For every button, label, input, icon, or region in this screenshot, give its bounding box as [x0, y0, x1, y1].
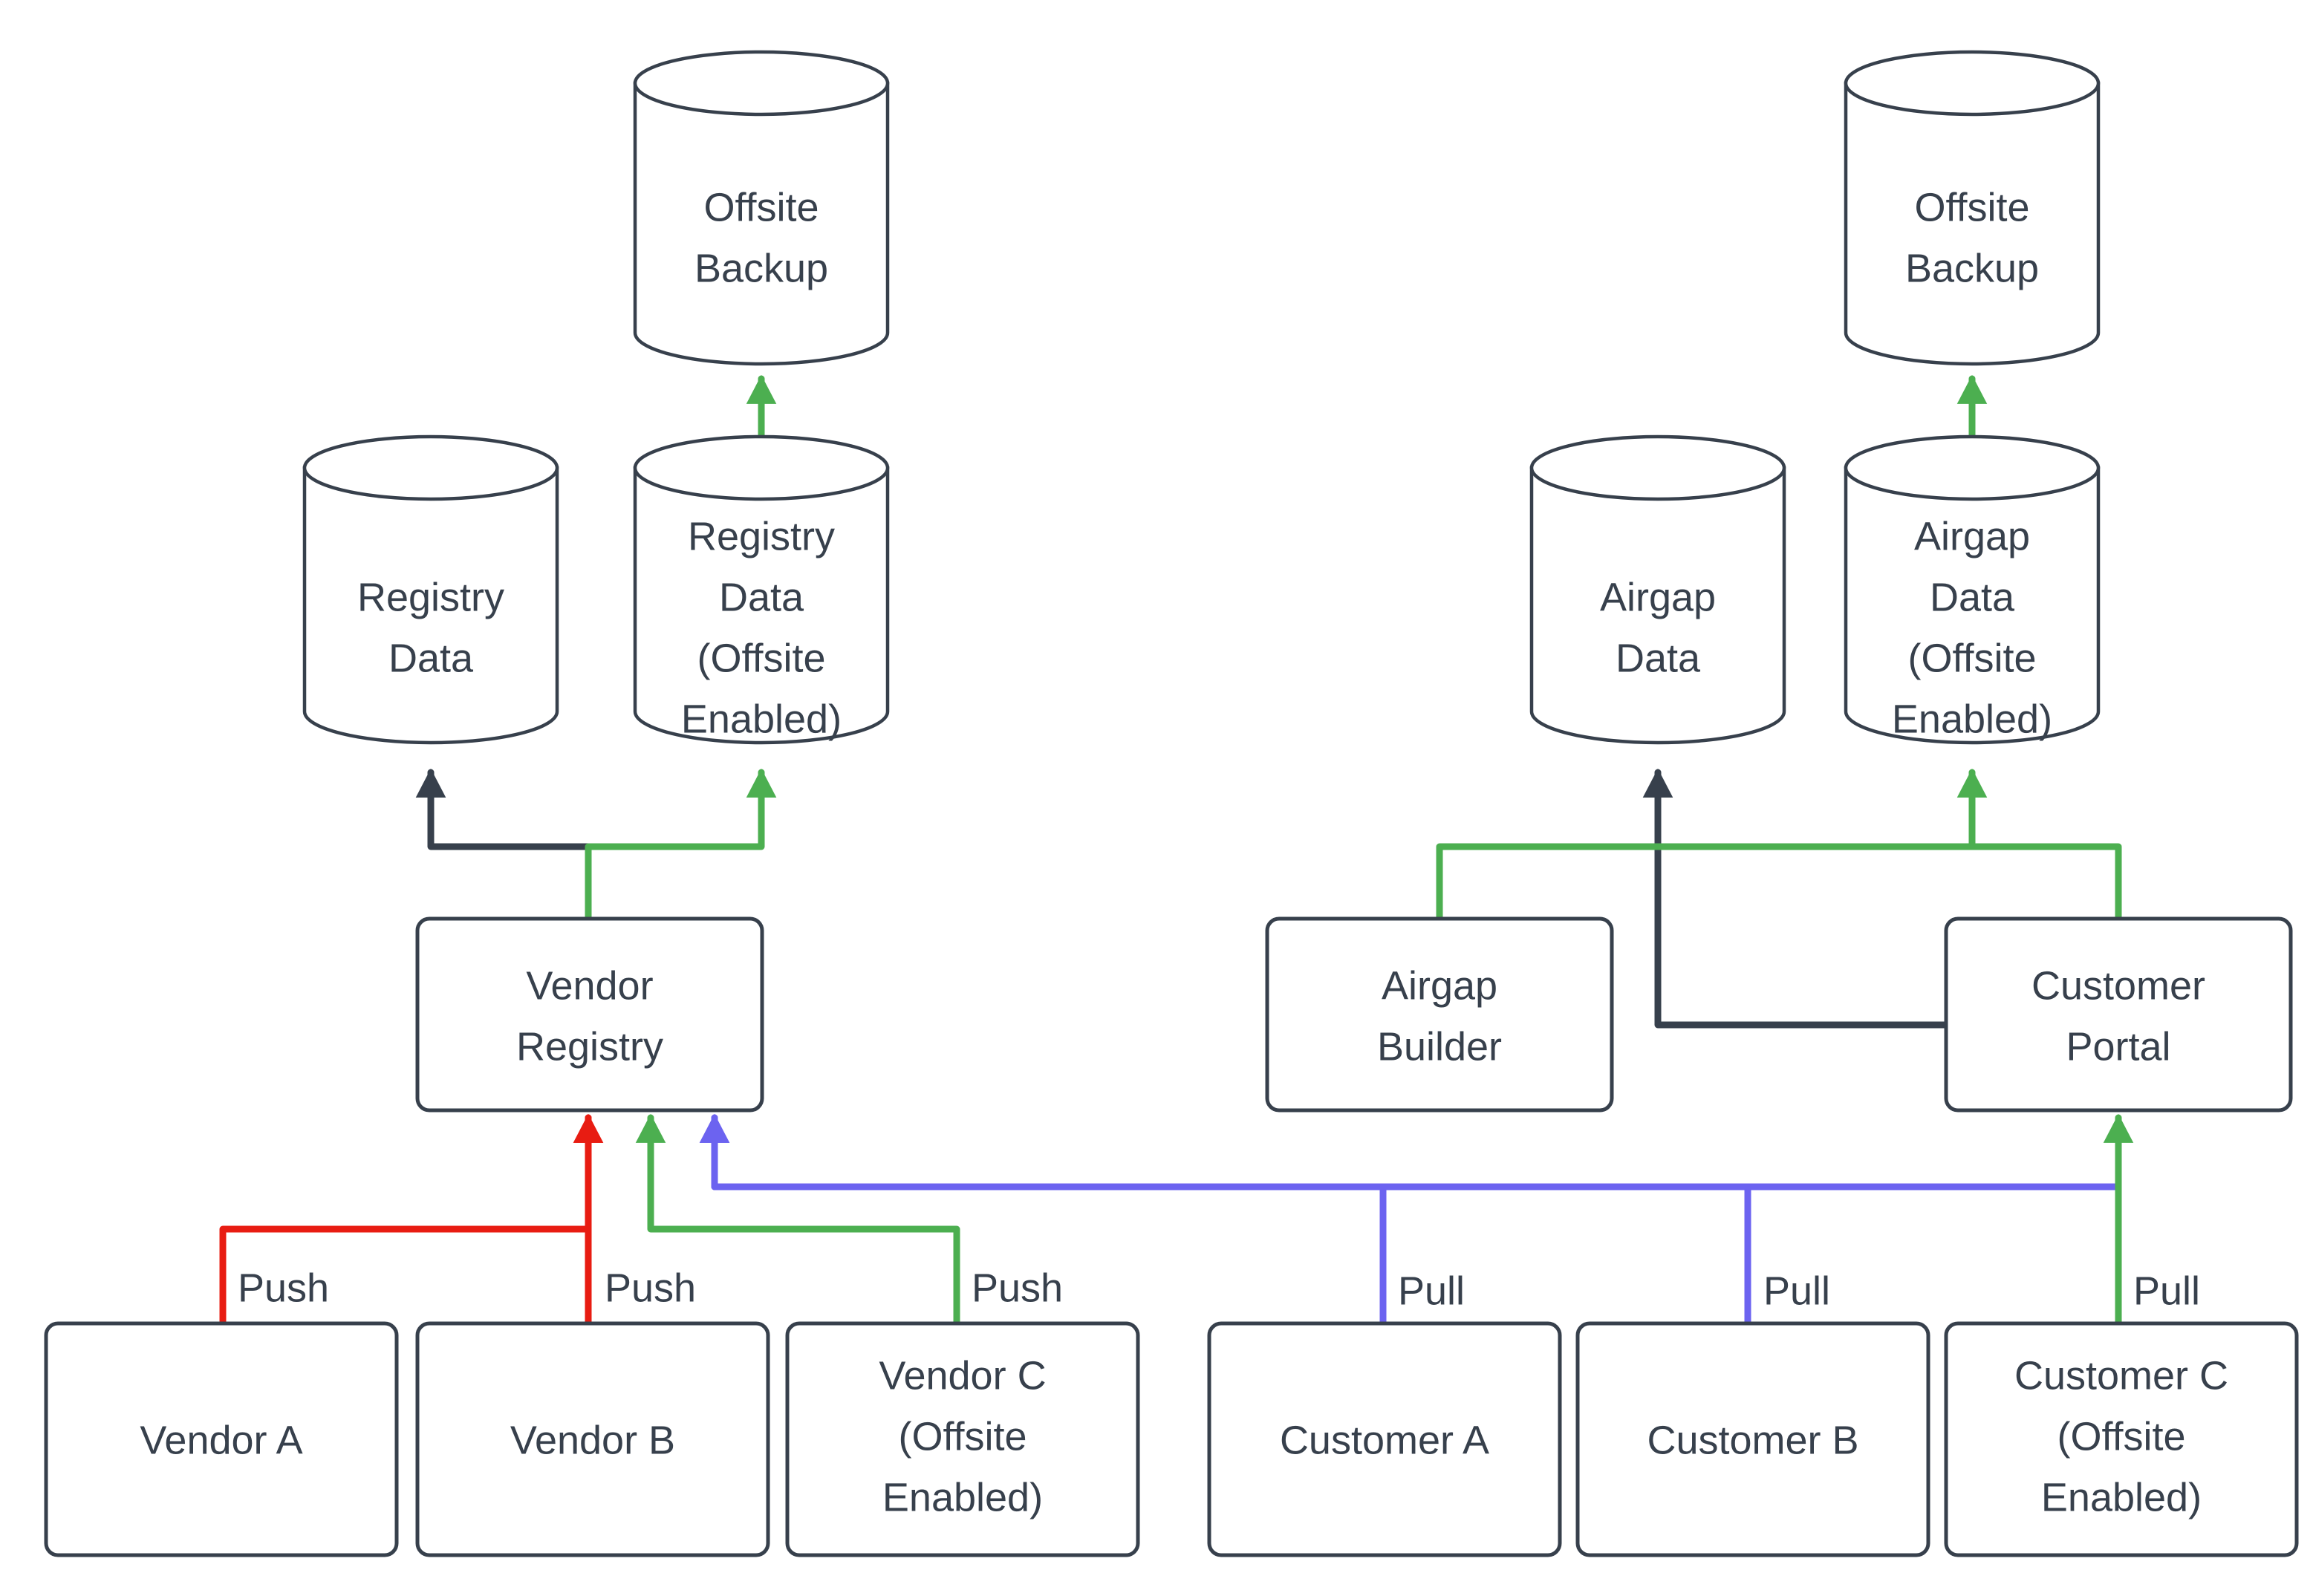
node-offsite-backup-left[interactable]: Offsite Backup: [633, 50, 890, 366]
node-label-offsite-backup-left-line2: Backup: [694, 246, 828, 290]
node-label-vendor-c-line3: Enabled): [882, 1475, 1043, 1520]
edge-label-vendor-c-push: Push: [972, 1266, 1063, 1310]
node-label-vendor-registry-line2: Registry: [516, 1024, 663, 1069]
node-registry-data-offsite[interactable]: Registry Data (Offsite Enabled): [633, 434, 890, 745]
node-label-customer-portal-line2: Portal: [2066, 1024, 2170, 1069]
edge-label-customer-b-pull: Pull: [1763, 1268, 1830, 1313]
node-customer-c[interactable]: Customer C (Offsite Enabled): [1944, 1321, 2299, 1557]
node-label-customer-b: Customer B: [1647, 1418, 1858, 1462]
edge-label-customer-c-pull: Pull: [2133, 1268, 2200, 1313]
edge-vendor-c-to-vendor-registry: [635, 1113, 960, 1326]
node-label-airgap-data-offsite-line3: (Offsite: [1907, 636, 2036, 680]
node-label-customer-portal-line1: Customer: [2031, 963, 2205, 1008]
node-label-airgap-data-line2: Data: [1616, 636, 1701, 680]
edge-label-customer-a-pull: Pull: [1398, 1268, 1465, 1313]
node-label-registry-data-offsite-line4: Enabled): [681, 697, 842, 741]
node-label-airgap-data-offsite-line4: Enabled): [1892, 697, 2052, 741]
node-customer-portal[interactable]: Customer Portal: [1944, 916, 2293, 1113]
node-vendor-c[interactable]: Vendor C (Offsite Enabled): [785, 1321, 1140, 1557]
node-customer-b[interactable]: Customer B: [1575, 1321, 1930, 1557]
node-label-offsite-backup-right-line1: Offsite: [1914, 185, 2029, 229]
node-label-registry-data-offsite-line1: Registry: [688, 514, 835, 558]
node-label-offsite-backup-left-line1: Offsite: [703, 185, 819, 229]
node-label-registry-data-offsite-line2: Data: [719, 575, 804, 619]
node-label-airgap-builder-line1: Airgap: [1382, 963, 1497, 1008]
node-vendor-registry[interactable]: Vendor Registry: [415, 916, 764, 1113]
node-label-vendor-b: Vendor B: [510, 1418, 675, 1462]
node-label-airgap-builder-line2: Builder: [1377, 1024, 1502, 1069]
node-label-offsite-backup-right-line2: Backup: [1905, 246, 2039, 290]
node-airgap-data-offsite[interactable]: Airgap Data (Offsite Enabled): [1844, 434, 2101, 745]
edge-airgap-builder-to-airgap-data-offsite: [1436, 843, 1976, 921]
node-label-customer-c-line1: Customer C: [2014, 1353, 2228, 1398]
node-label-vendor-c-line1: Vendor C: [879, 1353, 1046, 1398]
node-vendor-a[interactable]: Vendor A: [44, 1321, 399, 1557]
node-label-airgap-data-offsite-line2: Data: [1930, 575, 2015, 619]
node-label-customer-c-line2: (Offsite: [2057, 1414, 2185, 1459]
edge-layer: [219, 374, 2134, 1326]
node-label-vendor-a: Vendor A: [140, 1418, 302, 1462]
edge-customer-b-to-vendor-registry: [699, 1113, 1751, 1326]
node-label-vendor-registry-line1: Vendor: [526, 963, 653, 1008]
edge-label-vendor-b-push: Push: [605, 1266, 696, 1310]
node-label-airgap-data-offsite-line1: Airgap: [1914, 514, 2030, 558]
node-label-registry-data-line2: Data: [388, 636, 474, 680]
node-registry-data[interactable]: Registry Data: [302, 434, 559, 745]
edge-customer-portal-to-airgap-data-offsite: [1956, 768, 2122, 921]
edge-label-vendor-a-push: Push: [238, 1266, 329, 1310]
edge-vendor-registry-to-registry-data: [415, 768, 592, 921]
edge-vendor-registry-to-registry-data-offsite: [585, 768, 777, 921]
node-label-registry-data-offsite-line3: (Offsite: [697, 636, 825, 680]
node-label-vendor-c-line2: (Offsite: [898, 1414, 1027, 1459]
node-label-customer-a: Customer A: [1280, 1418, 1489, 1462]
node-customer-a[interactable]: Customer A: [1207, 1321, 1562, 1557]
node-label-airgap-data-line1: Airgap: [1600, 575, 1716, 619]
node-vendor-b[interactable]: Vendor B: [415, 1321, 770, 1557]
node-airgap-builder[interactable]: Airgap Builder: [1265, 916, 1614, 1113]
node-label-registry-data-line1: Registry: [357, 575, 504, 619]
node-label-customer-c-line3: Enabled): [2041, 1475, 2202, 1520]
edge-label-layer: Push Push Push Pull Pull Pull: [238, 1266, 2200, 1313]
node-offsite-backup-right[interactable]: Offsite Backup: [1844, 50, 2101, 366]
edge-customer-portal-to-airgap-data: [1642, 768, 1950, 1029]
node-airgap-data[interactable]: Airgap Data: [1529, 434, 1786, 745]
